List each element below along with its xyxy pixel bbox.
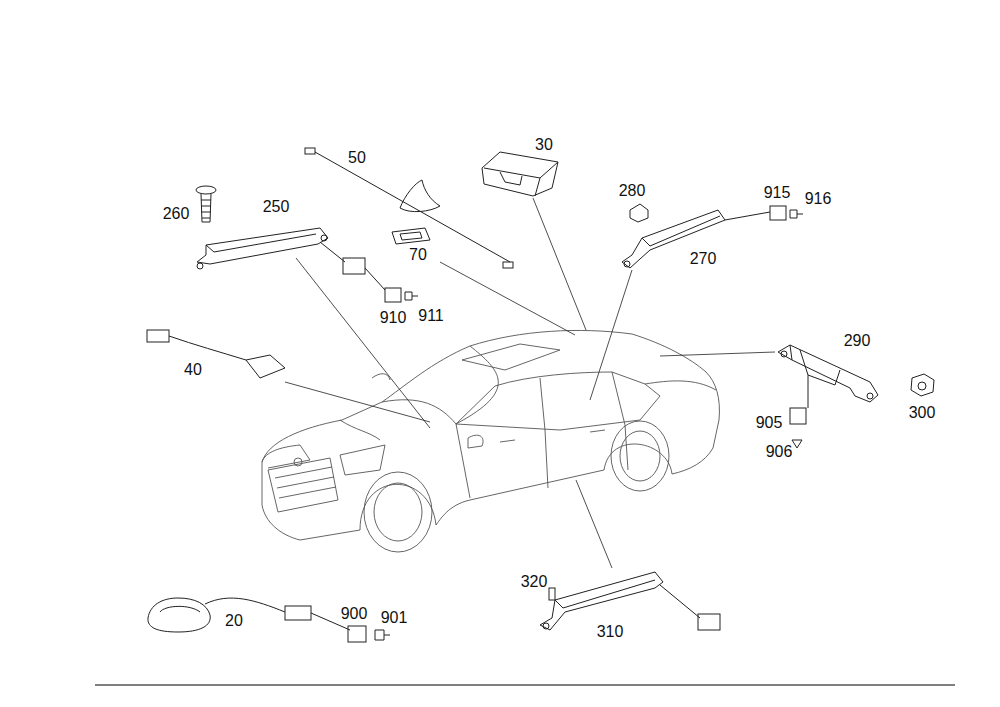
callout-number: 250 (263, 199, 290, 215)
callout-number: 70 (409, 247, 427, 263)
control-module (482, 152, 586, 330)
callout-number: 300 (909, 405, 936, 421)
callout-number: 911 (418, 308, 444, 324)
bracket-part (540, 480, 720, 630)
callout-number: 901 (381, 610, 408, 626)
callout-number: 270 (690, 251, 717, 267)
bracket-part (196, 186, 430, 428)
bracket-part (660, 345, 934, 448)
sensor-part (148, 598, 390, 642)
callout-number: 910 (380, 310, 407, 326)
callout-number: 906 (766, 444, 793, 460)
callout-number: 320 (521, 574, 548, 590)
page-rule (95, 684, 955, 685)
callout-number: 50 (348, 150, 366, 166)
antenna-patch (147, 330, 430, 422)
callout-number: 905 (756, 415, 783, 431)
callout-number: 30 (535, 137, 553, 153)
callout-number: 40 (184, 362, 202, 378)
callout-number: 916 (805, 191, 832, 207)
callout-number: 900 (341, 606, 368, 622)
callout-number: 915 (764, 185, 791, 201)
callout-number: 290 (844, 333, 871, 349)
roof-antenna (305, 148, 575, 335)
callout-number: 280 (619, 183, 646, 199)
callout-number: 310 (597, 624, 624, 640)
car-outline (262, 330, 719, 552)
callout-number: 260 (163, 206, 190, 222)
bracket-part (590, 204, 803, 400)
callout-number: 20 (225, 613, 243, 629)
